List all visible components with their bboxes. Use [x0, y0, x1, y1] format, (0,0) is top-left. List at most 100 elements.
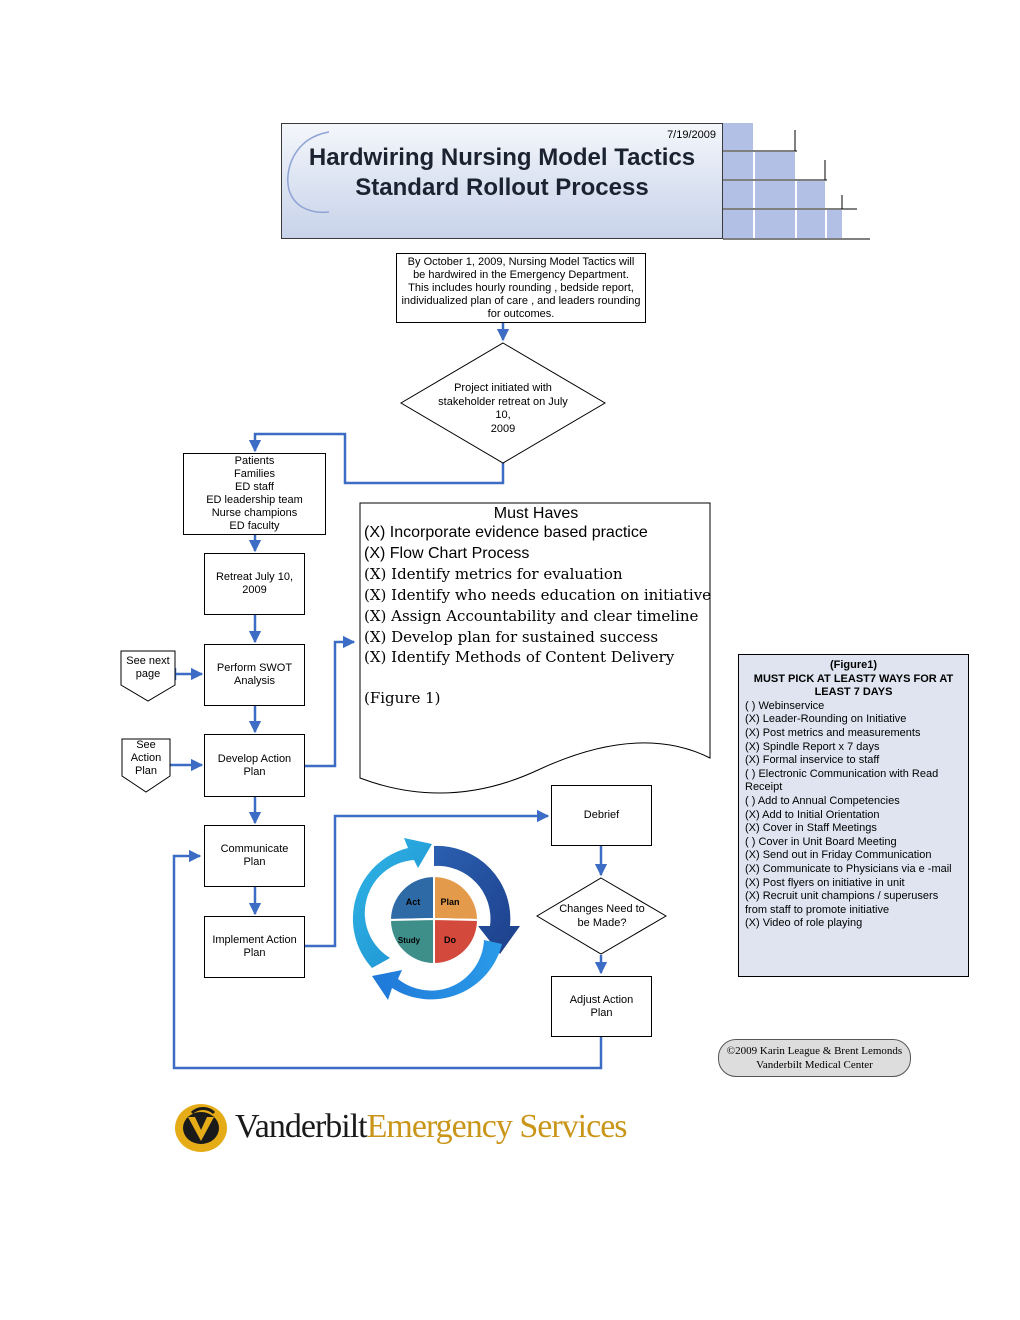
goal-line: This includes hourly rounding , bedside …: [408, 281, 634, 294]
retreat-line: 2009: [242, 584, 267, 596]
figure1-item: (X) Post flyers on initiative in unit: [745, 876, 905, 889]
goal-line: for outcomes.: [487, 307, 555, 320]
implement-to-debrief-connector: [305, 809, 550, 948]
credit-line: ©2009 Karin League & Brent Lemonds: [726, 1045, 903, 1057]
figure1-title: (Figure1): [829, 659, 878, 671]
develop-action-plan-box: Develop Action Plan: [204, 734, 305, 797]
must-have-item: (X) Identify Methods of Content Delivery: [364, 648, 675, 667]
logo-word-emergency-services: Emergency Services: [366, 1108, 628, 1145]
implement-line: Implement Action: [212, 934, 297, 946]
must-have-item: (X) Develop plan for sustained success: [364, 627, 659, 646]
develop-line: Develop Action: [217, 752, 292, 765]
changes-line: Changes Need to: [559, 903, 645, 915]
figure1-item: (X) Formal inservice to staff: [745, 754, 880, 767]
banner-grid-lines: [723, 130, 870, 240]
changes-decision-text: Changes Need to be Made?: [546, 903, 658, 930]
must-haves-document-shape: [359, 502, 711, 794]
act-label: Act: [406, 897, 421, 907]
see-action-line: See: [136, 739, 156, 751]
swot-box: Perform SWOT Analysis: [204, 644, 305, 706]
figure1-item: (X) Spindle Report x 7 days: [745, 740, 880, 753]
do-quadrant: [433, 917, 480, 966]
plan-label: Plan: [440, 897, 459, 907]
adjust-line: Adjust Action: [569, 993, 634, 1006]
decision-to-stakeholders-connector: [248, 432, 505, 485]
decision-line: Project initiated with: [454, 382, 552, 394]
swot-line: Analysis: [234, 675, 275, 687]
figure1-item: (X) Post metrics and measurements: [745, 726, 921, 739]
study-label: Study: [398, 936, 421, 945]
logo-word-vanderbilt: Vanderbilt: [235, 1108, 368, 1145]
project-initiated-text: Project initiated with stakeholder retre…: [430, 382, 576, 436]
see-action-line: Plan: [134, 765, 158, 777]
page-subtitle: Standard Rollout Process: [355, 174, 649, 201]
cycle-arrow-top-right: [434, 845, 520, 954]
adjust-action-plan-box: Adjust Action Plan: [551, 976, 652, 1037]
swot-line: Perform SWOT: [216, 662, 293, 674]
must-have-item: (X) Identify who needs education on init…: [364, 586, 712, 605]
see-next-page-shape: [120, 650, 176, 702]
stakeholders-box: Patients Families ED staff ED leadership…: [183, 453, 326, 535]
copyright-credit: ©2009 Karin League & Brent Lemonds Vande…: [718, 1039, 911, 1077]
stakeholder-item: Families: [234, 468, 275, 480]
banner-swoosh: [287, 131, 330, 214]
figure1-item: ( ) Webinservice: [745, 699, 825, 712]
figure1-item: (X) Add to Initial Orientation: [745, 808, 880, 821]
see-action-plan-label: See Action Plan: [121, 739, 171, 778]
figure1-item: ( ) Electronic Communication with Read R…: [745, 767, 939, 794]
develop-line: Plan: [243, 765, 266, 778]
debrief-label: Debrief: [583, 809, 620, 821]
title-banner: 7/19/2009 Hardwiring Nursing Model Tacti…: [281, 123, 723, 239]
must-have-item: (X) Assign Accountability and clear time…: [364, 606, 699, 625]
figure1-item: (X) Cover in Staff Meetings: [745, 822, 877, 835]
decision-line: stakeholder retreat on July 10,: [438, 395, 568, 422]
retreat-line: Retreat July 10,: [215, 571, 294, 583]
cycle-arrow-left: [352, 838, 432, 968]
figure1-heading-cont: LEAST 7 DAYS: [814, 686, 893, 699]
figure1-item: (X) Video of role playing: [745, 917, 863, 930]
project-initiated-diamond: [400, 342, 606, 464]
see-action-line: Action: [130, 752, 162, 764]
must-have-item: (X) Incorporate evidence based practice: [364, 524, 648, 541]
figure1-item: (X) Communicate to Physicians via e -mai…: [745, 862, 952, 875]
stakeholder-item: ED leadership team: [206, 494, 303, 506]
stakeholder-item: Nurse champions: [211, 507, 298, 519]
goal-line: be hardwired in the Emergency Department…: [413, 268, 629, 281]
see-next-line: page: [135, 668, 161, 680]
credit-line: Vanderbilt Medical Center: [756, 1059, 873, 1071]
figure1-item: ( ) Cover in Unit Board Meeting: [745, 835, 897, 848]
changes-line: be Made?: [577, 916, 627, 929]
communicate-line: Plan: [243, 856, 266, 868]
adjust-to-communicate-loop-connector: [172, 849, 603, 1070]
goal-line: By October 1, 2009, Nursing Model Tactic…: [407, 255, 635, 268]
debrief-box: Debrief: [551, 785, 652, 846]
date-label: 7/19/2009: [667, 129, 716, 141]
figure1-item: ( ) Add to Annual Competencies: [745, 794, 900, 807]
act-quadrant: [388, 874, 435, 922]
communicate-plan-box: Communicate Plan: [204, 825, 305, 887]
must-haves-content: Must Haves (X) Incorporate evidence base…: [364, 505, 712, 709]
figure1-heading: MUST PICK AT LEAST7 WAYS FOR AT: [753, 672, 954, 685]
communicate-line: Communicate: [220, 843, 289, 855]
study-quadrant: [388, 917, 435, 966]
cycle-arrow-bottom: [372, 940, 502, 1000]
figure1-item: (X) Send out in Friday Communication: [745, 849, 932, 862]
goal-line: individualized plan of care , and leader…: [401, 294, 641, 307]
vanderbilt-logo-icon: [175, 1104, 227, 1152]
must-have-item: (X) Flow Chart Process: [364, 544, 530, 562]
see-next-page-label: See next page: [120, 655, 176, 681]
must-haves-title: Must Haves: [493, 505, 579, 522]
figure1-delivery-methods-box: (Figure1) MUST PICK AT LEAST7 WAYS FOR A…: [738, 654, 969, 977]
must-have-item: (X) Identify metrics for evaluation: [364, 565, 623, 584]
stakeholder-item: Patients: [234, 455, 275, 467]
see-next-line: See next: [126, 655, 170, 667]
goal-statement-box: By October 1, 2009, Nursing Model Tactic…: [396, 253, 646, 323]
plan-quadrant: [433, 874, 480, 922]
figure1-item: (X) Leader-Rounding on Initiative: [745, 713, 907, 726]
retreat-box: Retreat July 10, 2009: [204, 553, 305, 615]
stakeholder-item: ED staff: [235, 481, 274, 493]
see-action-plan-shape: [121, 738, 171, 793]
decision-line: 2009: [490, 422, 516, 435]
adjust-line: Plan: [590, 1006, 613, 1019]
